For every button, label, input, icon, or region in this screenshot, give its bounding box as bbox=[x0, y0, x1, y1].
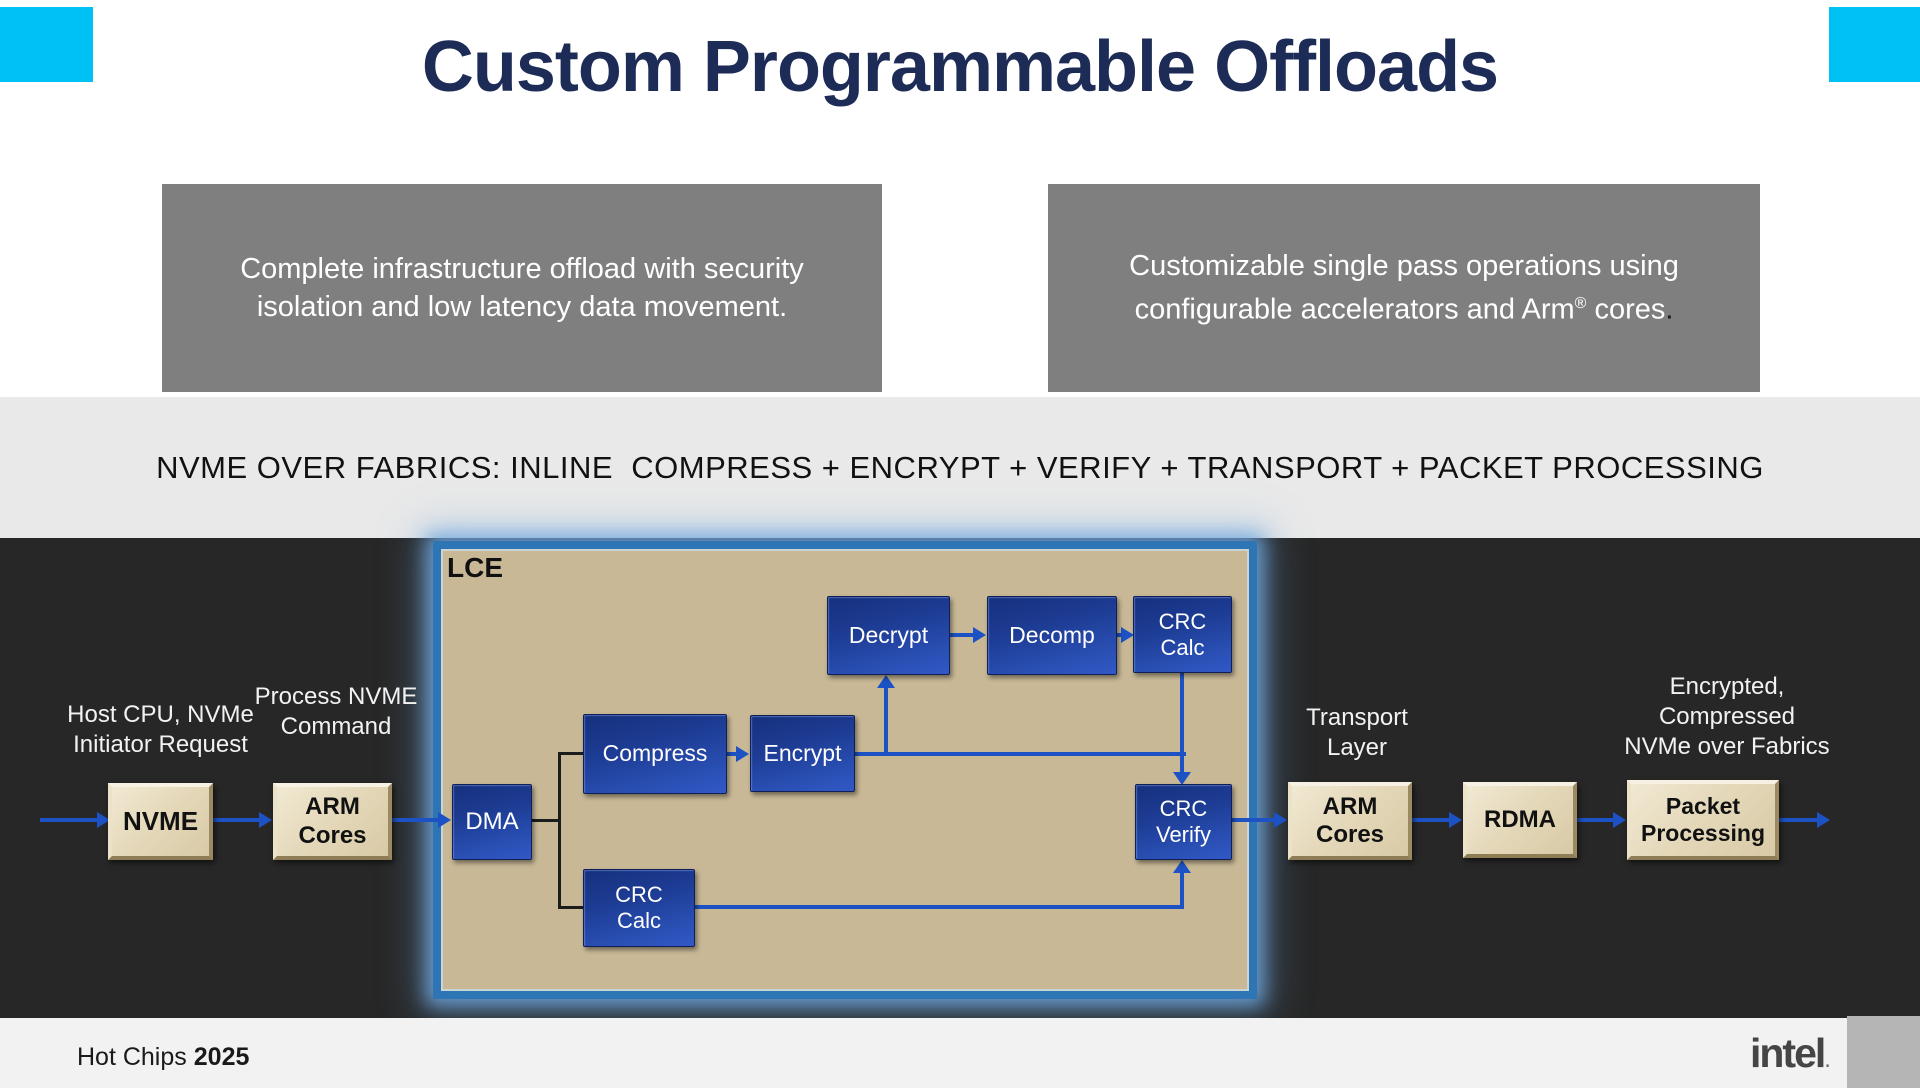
footer-corner-block bbox=[1847, 1016, 1920, 1088]
arrowhead-crc-verify-arm bbox=[1274, 812, 1287, 828]
callout-line: configurable accelerators and Arm® cores… bbox=[1048, 285, 1760, 329]
arrow-decomp-crc-calc bbox=[1117, 633, 1123, 637]
period: . bbox=[1665, 293, 1674, 326]
callout-line: Complete infrastructure offload with sec… bbox=[240, 253, 804, 285]
node-label: Decrypt bbox=[848, 621, 929, 648]
arrow-crc-verify-arm bbox=[1232, 818, 1274, 822]
arrow-compress-encrypt bbox=[727, 752, 736, 756]
arrow-arm-rdma bbox=[1412, 818, 1449, 822]
node-decrypt: Decrypt bbox=[827, 596, 950, 675]
accent-block-left bbox=[0, 7, 93, 82]
node-label: NVME bbox=[122, 806, 199, 837]
node-rdma: RDMA bbox=[1463, 782, 1577, 858]
label-transport-layer: Transport Layer bbox=[1297, 703, 1417, 763]
node-crc-verify: CRC Verify bbox=[1135, 784, 1232, 860]
node-encrypt: Encrypt bbox=[750, 715, 855, 792]
footer-event-year: 2025 bbox=[193, 1043, 250, 1071]
lce-label: LCE bbox=[447, 552, 503, 583]
arrowhead-arm-rdma bbox=[1449, 812, 1462, 828]
node-packet-processing: Packet Processing bbox=[1627, 780, 1779, 860]
node-label: Decomp bbox=[1009, 621, 1095, 648]
line-crc-calc-down bbox=[1180, 673, 1184, 772]
banner-strip: NVME OVER FABRICS: INLINE COMPRESS + ENC… bbox=[0, 397, 1920, 538]
node-arm-cores-right: ARM Cores bbox=[1288, 782, 1412, 860]
intel-logo-text: intel bbox=[1750, 1030, 1826, 1076]
arrow-nvme-arm bbox=[213, 818, 259, 822]
intel-logo: intel. bbox=[1750, 1030, 1831, 1077]
node-label: Compress bbox=[602, 740, 708, 767]
label-line: Initiator Request bbox=[73, 731, 248, 758]
node-label: DMA bbox=[465, 807, 519, 835]
registered-mark: ® bbox=[1574, 295, 1587, 313]
arrowhead-nvme-arm bbox=[259, 812, 272, 828]
node-dma: DMA bbox=[452, 784, 532, 860]
arrowhead-packet-out bbox=[1817, 812, 1830, 828]
footer-event-name: Hot Chips bbox=[77, 1043, 187, 1071]
label-line: Encrypted, bbox=[1669, 673, 1785, 700]
node-nvme: NVME bbox=[108, 783, 213, 860]
node-arm-cores-left: ARM Cores bbox=[273, 783, 392, 860]
label-host-cpu: Host CPU, NVMe Initiator Request bbox=[38, 700, 283, 760]
intel-logo-dot: . bbox=[1824, 1046, 1831, 1073]
line-encrypt-out bbox=[855, 752, 1186, 756]
node-label: CRC Verify bbox=[1155, 796, 1212, 847]
callout-text: cores bbox=[1586, 293, 1666, 326]
callout-line: isolation and low latency data movement. bbox=[256, 291, 788, 323]
label-line: Process NVME bbox=[254, 683, 418, 710]
connector-dma-out bbox=[532, 819, 560, 822]
arrowhead-arm-dma bbox=[438, 812, 451, 828]
label-line: Layer bbox=[1326, 734, 1388, 761]
label-line: Host CPU, NVMe bbox=[67, 701, 254, 728]
line-crc-calc-bottom-out bbox=[695, 905, 1184, 909]
arrowhead-compress-encrypt bbox=[736, 746, 749, 762]
callout-infrastructure: Complete infrastructure offload with sec… bbox=[162, 184, 882, 392]
arrow-packet-out bbox=[1779, 818, 1817, 822]
arrow-rdma-packet bbox=[1577, 818, 1613, 822]
arrow-decrypt-decomp bbox=[950, 633, 973, 637]
arrowhead-into-nvme bbox=[97, 812, 110, 828]
node-crc-calc-top: CRC Calc bbox=[1133, 596, 1232, 673]
node-label: RDMA bbox=[1484, 805, 1556, 833]
label-line: Command bbox=[280, 713, 392, 740]
node-label: ARM Cores bbox=[298, 793, 367, 849]
label-process-nvme: Process NVME Command bbox=[246, 682, 426, 742]
arrow-into-nvme bbox=[40, 818, 97, 822]
label-output: Encrypted, Compressed NVMe over Fabrics bbox=[1602, 672, 1852, 762]
connector-split-vertical bbox=[558, 752, 561, 909]
label-line: Transport bbox=[1306, 704, 1408, 731]
arrowhead-into-crc-verify-top bbox=[1173, 772, 1191, 785]
banner-text: NVME OVER FABRICS: INLINE COMPRESS + ENC… bbox=[156, 449, 1764, 485]
callout-single-pass: Customizable single pass operations usin… bbox=[1048, 184, 1760, 392]
arrowhead-decrypt-decomp bbox=[973, 627, 986, 643]
arrowhead-decomp-crc-calc bbox=[1121, 627, 1134, 643]
arrowhead-rdma-packet bbox=[1613, 812, 1626, 828]
label-line: Compressed bbox=[1658, 703, 1796, 730]
label-line: NVMe over Fabrics bbox=[1624, 733, 1830, 760]
callout-text: configurable accelerators and Arm bbox=[1134, 293, 1575, 326]
node-label: CRC Calc bbox=[615, 882, 663, 933]
node-label: ARM Cores bbox=[1315, 792, 1385, 848]
accent-block-right bbox=[1829, 7, 1920, 82]
node-label: CRC Calc bbox=[1158, 608, 1207, 660]
node-compress: Compress bbox=[583, 714, 727, 794]
arrowhead-into-crc-verify-bottom bbox=[1173, 860, 1191, 873]
connector-to-compress bbox=[558, 752, 583, 755]
line-branch-to-decrypt bbox=[884, 687, 888, 756]
line-up-to-crc-verify bbox=[1180, 873, 1184, 907]
footer-bar bbox=[0, 1018, 1920, 1088]
arrow-arm-dma bbox=[392, 818, 438, 822]
node-crc-calc-bottom: CRC Calc bbox=[583, 869, 695, 947]
node-decomp: Decomp bbox=[987, 596, 1117, 675]
node-label: Encrypt bbox=[763, 739, 842, 766]
callout-line: Customizable single pass operations usin… bbox=[1129, 250, 1679, 283]
node-label: Packet Processing bbox=[1641, 792, 1765, 846]
arrowhead-into-decrypt bbox=[877, 675, 895, 688]
connector-to-crc-calc bbox=[558, 906, 583, 909]
slide-title: Custom Programmable Offloads bbox=[421, 27, 1499, 107]
